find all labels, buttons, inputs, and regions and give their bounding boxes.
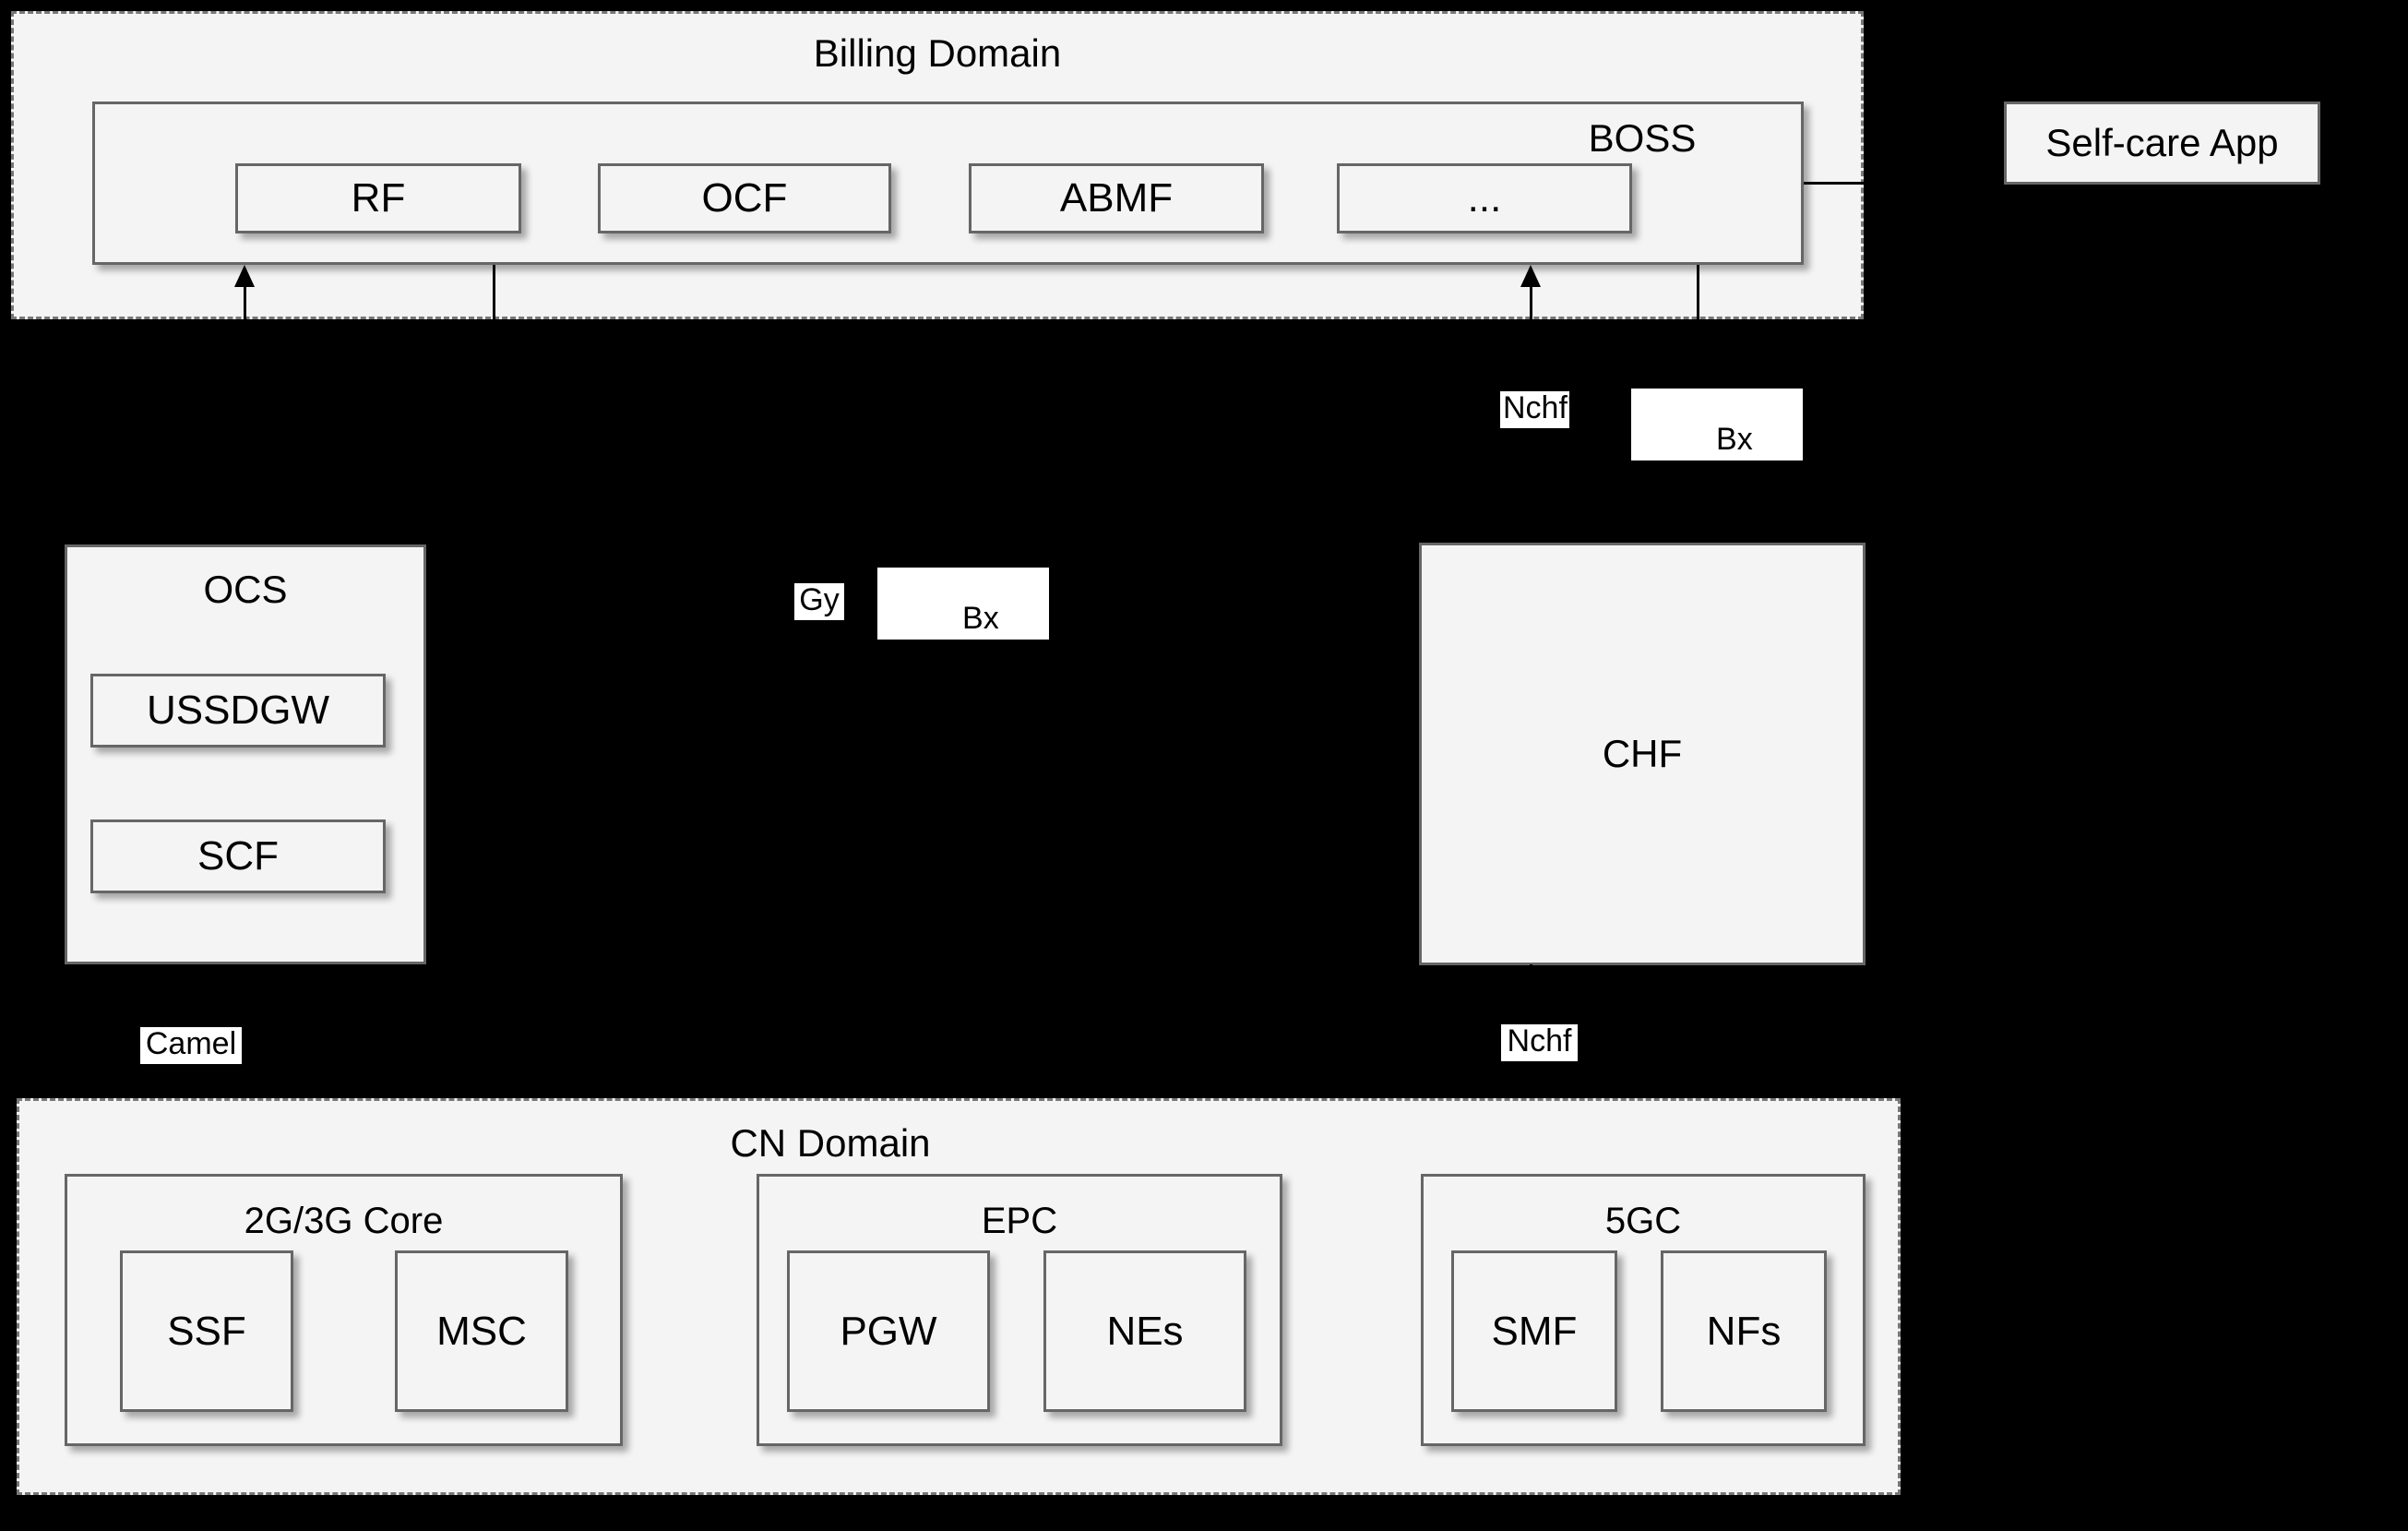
boss-function-rf-label: RF [351,174,406,221]
billing-domain-label: Billing Domain [813,31,1062,75]
iface-gy-label: Gy [794,583,844,620]
cn-node-smf[interactable]: SMF [1451,1250,1617,1412]
boss-function-abmf[interactable]: ABMF [969,163,1264,233]
boss-function-rf[interactable]: RF [235,163,521,233]
cn-node-msc[interactable]: MSC [395,1250,568,1412]
ocs-label: OCS [203,568,288,611]
iface-bx-lower-line1: Bx [962,600,999,636]
gy-line-to-boss [244,286,246,554]
cn-node-nfs-label: NFs [1706,1308,1782,1354]
cn-node-msc-label: MSC [436,1308,527,1354]
boss-label: BOSS [1588,116,1697,160]
cn-node-nes-label: NEs [1106,1308,1184,1354]
boss-function-abmf-label: ABMF [1059,174,1174,221]
self-care-app-label: Self-care App [2045,120,2279,164]
iface-bx-upper-line2: (FTP/SFTP) [1668,489,1838,525]
chf-label: CHF [1602,731,1683,775]
cn-node-pgw[interactable]: PGW [787,1250,990,1412]
boss-function-more[interactable]: ... [1337,163,1632,233]
ocs-child-ussdgw-label: USSDGW [147,687,329,733]
cn-node-smf-label: SMF [1491,1308,1578,1354]
cn-node-nfs[interactable]: NFs [1661,1250,1827,1412]
iface-bx-upper-line1: Bx [1716,421,1753,457]
ocs-child-scf[interactable]: SCF [90,819,386,893]
iface-nchf-label: Nchf [1501,1024,1578,1061]
iface-bx-lower-line2: (FTP/SFTP) [914,668,1084,704]
boss-function-ocf-label: OCF [701,174,788,221]
ocs-child-scf-label: SCF [197,832,279,879]
cn-group-5gc-label: 5GC [1604,1201,1682,1241]
iface-camel-label: Camel [140,1027,242,1064]
boss-function-more-label: ... [1467,174,1502,221]
ocs-child-ussdgw[interactable]: USSDGW [90,674,386,748]
nchf-prime-arrow-head-up [1520,265,1541,287]
iface-bx-upper-label: Bx (FTP/SFTP) [1631,389,1838,524]
gy-arrow-head-up [234,265,255,287]
cn-domain-label: CN Domain [730,1121,931,1165]
iface-nchf-prime-label: Nchf' [1500,391,1573,428]
cn-group-2g3g-core-label: 2G/3G Core [244,1201,444,1241]
self-care-app-box[interactable]: Self-care App [2004,102,2320,185]
cn-group-epc-label: EPC [981,1201,1058,1241]
cn-node-ssf[interactable]: SSF [120,1250,293,1412]
bx-line-ocs-to-boss [493,265,495,554]
boss-function-ocf[interactable]: OCF [598,163,891,233]
ocs-container [65,544,426,964]
chf-box[interactable]: CHF [1419,543,1866,965]
cn-node-ssf-label: SSF [167,1308,246,1354]
cn-node-pgw-label: PGW [840,1308,937,1354]
cn-node-nes[interactable]: NEs [1043,1250,1246,1412]
boss-selfcare-connector [1804,182,1914,185]
iface-bx-lower-label: Bx (FTP/SFTP) [877,568,1084,703]
